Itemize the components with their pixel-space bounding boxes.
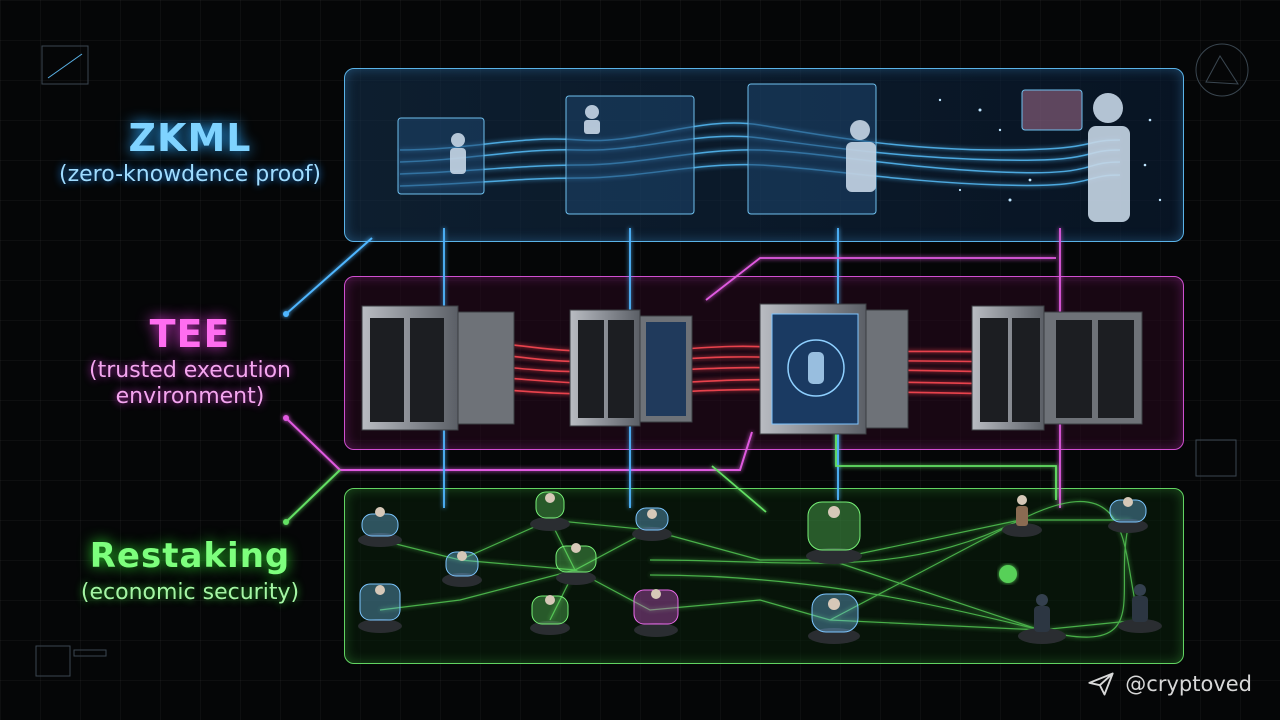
paper-plane-icon (1088, 672, 1114, 696)
node-14 (1118, 584, 1162, 633)
zkml-title: ZKML (128, 116, 252, 160)
connector-dot-tee (283, 415, 289, 421)
zkml-screen-2 (565, 95, 695, 215)
node-13 (1018, 594, 1066, 644)
restaking-subtitle: (economic security) (80, 580, 300, 605)
tee-data-streams (469, 339, 1001, 395)
node-glow (999, 565, 1017, 583)
node-12 (1108, 497, 1148, 533)
watermark: @cryptoved (1087, 670, 1252, 698)
tee-title: TEE (149, 312, 231, 356)
tee-subtitle: (trusted execution environment) (89, 358, 291, 409)
vlink-7 (711, 465, 767, 513)
zkml-screens (397, 83, 1083, 215)
node-3 (530, 491, 570, 531)
connector-zkml (285, 237, 373, 315)
zkml-subtitle: (zero-knowdence proof) (58, 162, 321, 187)
connector-dot-restaking (283, 519, 289, 525)
watermark-handle: @cryptoved (1125, 672, 1252, 696)
tee-label: TEE (trusted execution environment) (40, 312, 340, 410)
connector-dot-zkml (283, 311, 289, 317)
robot-figure-icon (450, 93, 1130, 222)
server-rack-icon (361, 303, 1143, 435)
node-10 (808, 593, 860, 644)
vlink-6 (835, 430, 1057, 500)
node-figure-icon (358, 491, 1162, 644)
connector-restaking (285, 469, 341, 523)
vlink-5 (705, 257, 1056, 301)
node-9 (806, 501, 862, 564)
restaking-title: Restaking (89, 536, 291, 576)
server-rack-2 (569, 309, 693, 427)
node-6 (358, 583, 402, 633)
server-rack-3 (759, 303, 909, 435)
connector-tee (285, 417, 753, 471)
node-1 (358, 507, 402, 547)
hud-decorations (35, 43, 1249, 677)
node-4 (555, 543, 597, 585)
restaking-label: Restaking (economic security) (40, 536, 340, 606)
zkml-label: ZKML (zero-knowdence proof) (40, 116, 340, 188)
node-5 (632, 507, 672, 541)
node-2 (442, 551, 482, 587)
server-rack-1 (361, 305, 515, 431)
label-connectors (283, 237, 753, 525)
node-7 (530, 595, 570, 635)
zkml-screen-1 (397, 117, 485, 195)
zkml-particles (938, 98, 1162, 202)
node-11 (1002, 495, 1042, 537)
zkml-screen-4 (1021, 89, 1083, 131)
server-rack-4 (971, 305, 1143, 431)
node-8 (633, 589, 679, 637)
